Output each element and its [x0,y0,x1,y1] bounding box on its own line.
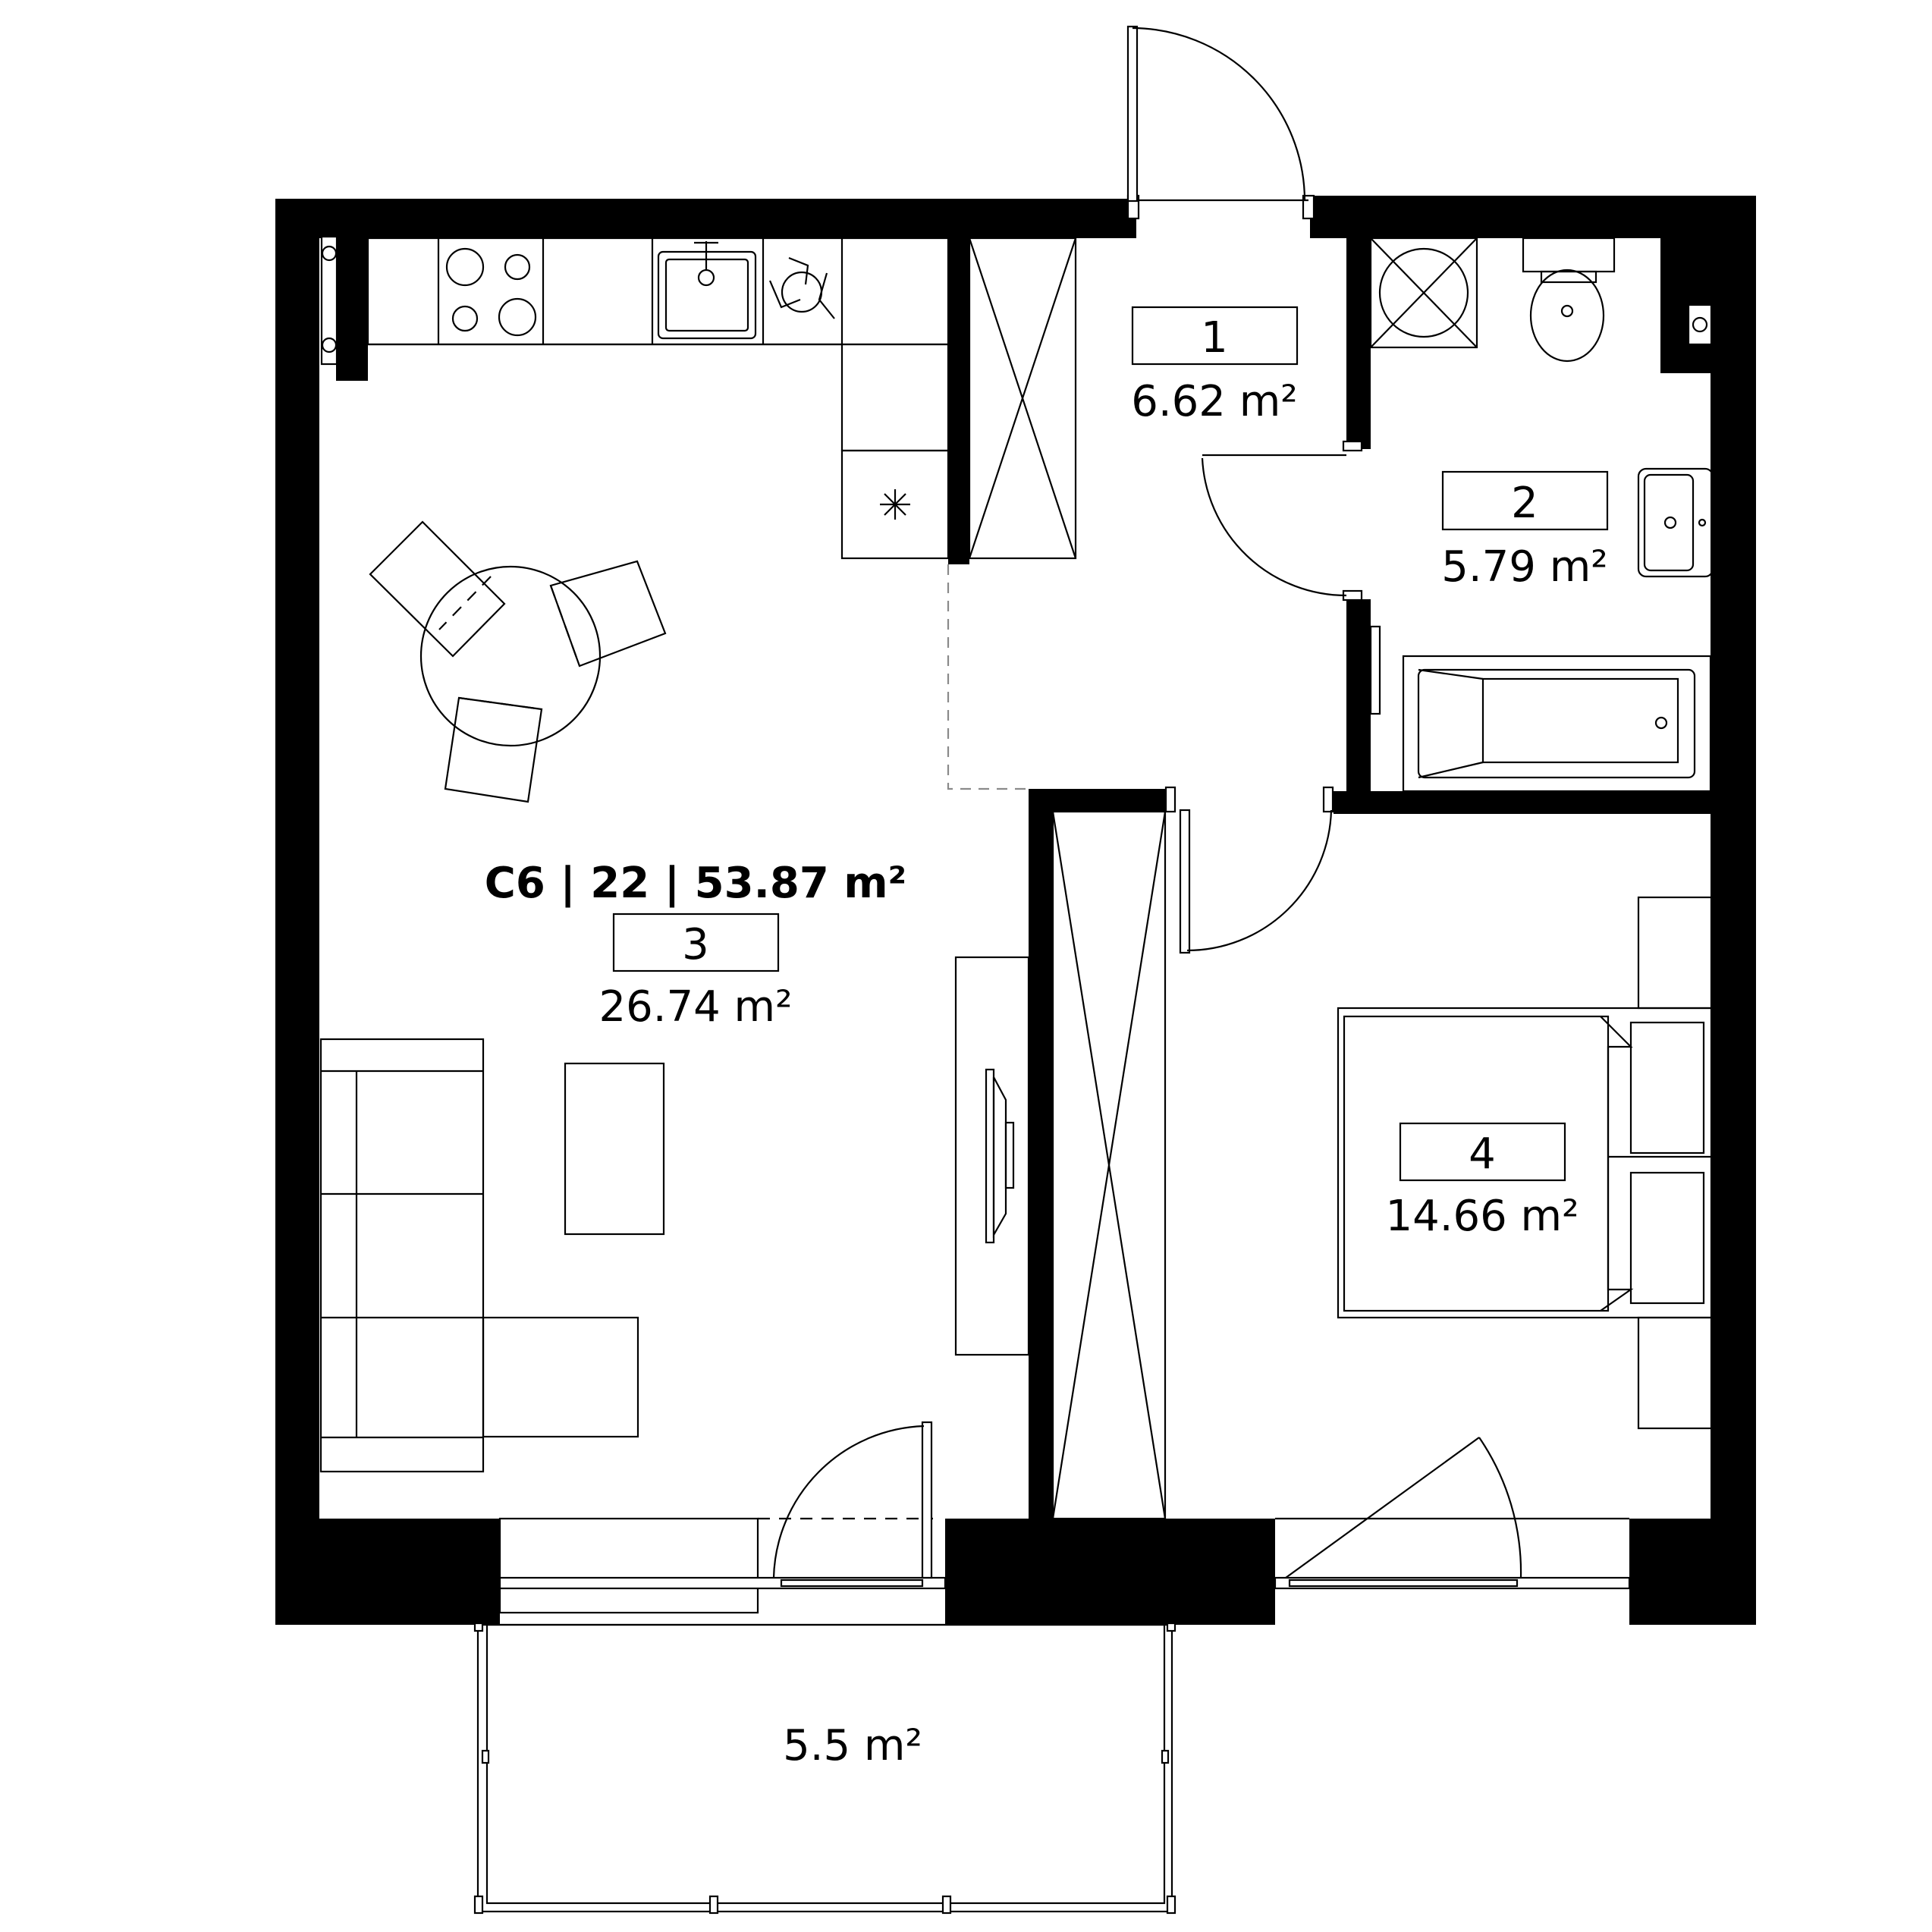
towel-rail [1369,625,1381,715]
interior-walls [948,237,1713,1520]
coffee-table [564,1062,665,1236]
hall-wardrobe [968,237,1077,560]
bed [1337,896,1713,1430]
room-2-number: 2 [1511,479,1538,528]
toilet [1522,237,1616,363]
room-3-label: 3 26.74 m² [598,913,793,1032]
room-4-area: 14.66 m² [1385,1192,1579,1241]
bedroom-wardrobe [1051,810,1167,1520]
dining-set [369,520,667,803]
room-1-label: 1 6.62 m² [1131,306,1299,426]
room-1-area: 6.62 m² [1131,377,1298,426]
room-3-area: 26.74 m² [598,982,792,1032]
balcony [473,1622,1176,1915]
unit-id: C6 | 22 | 53.87 m² [485,859,906,908]
washbasin [1637,467,1714,578]
dishwasher [768,256,835,319]
balcony-area: 5.5 m² [783,1721,922,1770]
room-2-label: 2 5.79 m² [1441,470,1609,592]
room-1-number: 1 [1201,313,1228,363]
room-4-label: 4 14.66 m² [1385,1122,1579,1241]
bathroom-door [1201,440,1363,602]
cooktop [445,247,537,337]
shaft-fixtures [320,235,1713,366]
kitchen-counter [366,237,950,560]
room-3-number: 3 [682,920,709,969]
zone-divider [947,564,1029,790]
room-2-area: 5.79 m² [1441,542,1608,592]
bedroom-door [1164,786,1334,954]
entrance-door [1126,25,1315,220]
bedroom-window [1274,1437,1631,1590]
tv-unit [954,956,1030,1356]
living-window [498,1421,947,1614]
sofa [319,1038,639,1473]
oven-icon [880,489,910,520]
washing-machine [1369,237,1478,349]
kitchen-sink [657,241,757,340]
bathtub [1402,655,1712,793]
exterior-walls [275,196,1756,1625]
room-4-number: 4 [1469,1129,1496,1179]
